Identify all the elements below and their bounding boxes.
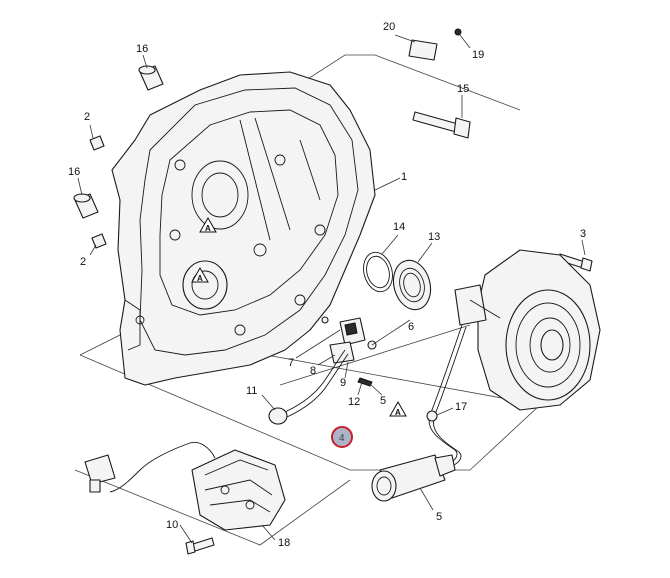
- callout-5-lower: 5: [436, 511, 442, 523]
- callout-7: 7: [288, 357, 294, 369]
- callout-6: 6: [408, 321, 414, 333]
- callout-5-upper: 5: [380, 395, 386, 407]
- callout-8: 8: [310, 365, 316, 377]
- callout-15: 15: [457, 83, 469, 95]
- sensor-module[interactable]: [191, 449, 286, 531]
- callout-12: 12: [348, 396, 360, 408]
- warning-triangle-lower-right: A: [389, 400, 407, 417]
- callout-labels: 16 2 16 2 1 20 19 15 14 13 3 6 7 8 9 12 …: [68, 21, 586, 549]
- warning-triangle-lower: A: [191, 266, 209, 283]
- callout-10: 10: [166, 519, 178, 531]
- sensor-wiring-harness[interactable]: [109, 441, 216, 493]
- o-ring[interactable]: [359, 249, 396, 295]
- callout-16-upper: 16: [136, 43, 148, 55]
- warning-triangle-upper: A: [199, 216, 217, 233]
- bleed-hose[interactable]: [268, 349, 349, 425]
- highlighted-callout-4[interactable]: 4: [331, 426, 353, 448]
- housing-bolt[interactable]: [412, 111, 471, 139]
- callout-17: 17: [455, 401, 467, 413]
- identification-plate[interactable]: [408, 39, 438, 61]
- assembly-frame-lines: [74, 54, 541, 546]
- callout-20: 20: [383, 21, 395, 33]
- callout-11: 11: [246, 385, 257, 397]
- callout-19: 19: [472, 49, 484, 61]
- callout-2-upper: 2: [84, 111, 90, 123]
- bleed-valve-assembly[interactable]: [321, 316, 377, 364]
- hydraulic-pipe[interactable]: [428, 324, 467, 468]
- dowel-sleeve-upper[interactable]: [138, 65, 164, 91]
- callout-3: 3: [580, 228, 586, 240]
- locating-pin-upper[interactable]: [89, 135, 105, 151]
- callout-leader-lines: [77, 34, 586, 544]
- harness-plug[interactable]: [84, 454, 116, 493]
- svg-text:A: A: [395, 408, 401, 417]
- plate-rivet[interactable]: [454, 28, 462, 36]
- dowel-sleeve-lower[interactable]: [73, 193, 99, 219]
- callout-14: 14: [393, 221, 405, 233]
- clutch-slave-cylinder[interactable]: [454, 249, 601, 411]
- hydraulic-connector[interactable]: [371, 454, 456, 502]
- locating-pin-lower[interactable]: [91, 233, 107, 249]
- svg-text:4: 4: [339, 433, 345, 444]
- transmission-housing[interactable]: [111, 71, 376, 386]
- svg-text:A: A: [197, 274, 203, 283]
- callout-2-lower: 2: [80, 256, 86, 268]
- svg-text:A: A: [205, 224, 211, 233]
- callout-13: 13: [428, 231, 440, 243]
- callout-9: 9: [340, 377, 346, 389]
- callout-18: 18: [278, 537, 290, 549]
- callout-1: 1: [401, 171, 407, 183]
- spring-clip[interactable]: [357, 377, 373, 387]
- callout-16-lower: 16: [68, 166, 80, 178]
- shaft-seal[interactable]: [388, 256, 436, 314]
- pipe-clip[interactable]: [426, 410, 438, 422]
